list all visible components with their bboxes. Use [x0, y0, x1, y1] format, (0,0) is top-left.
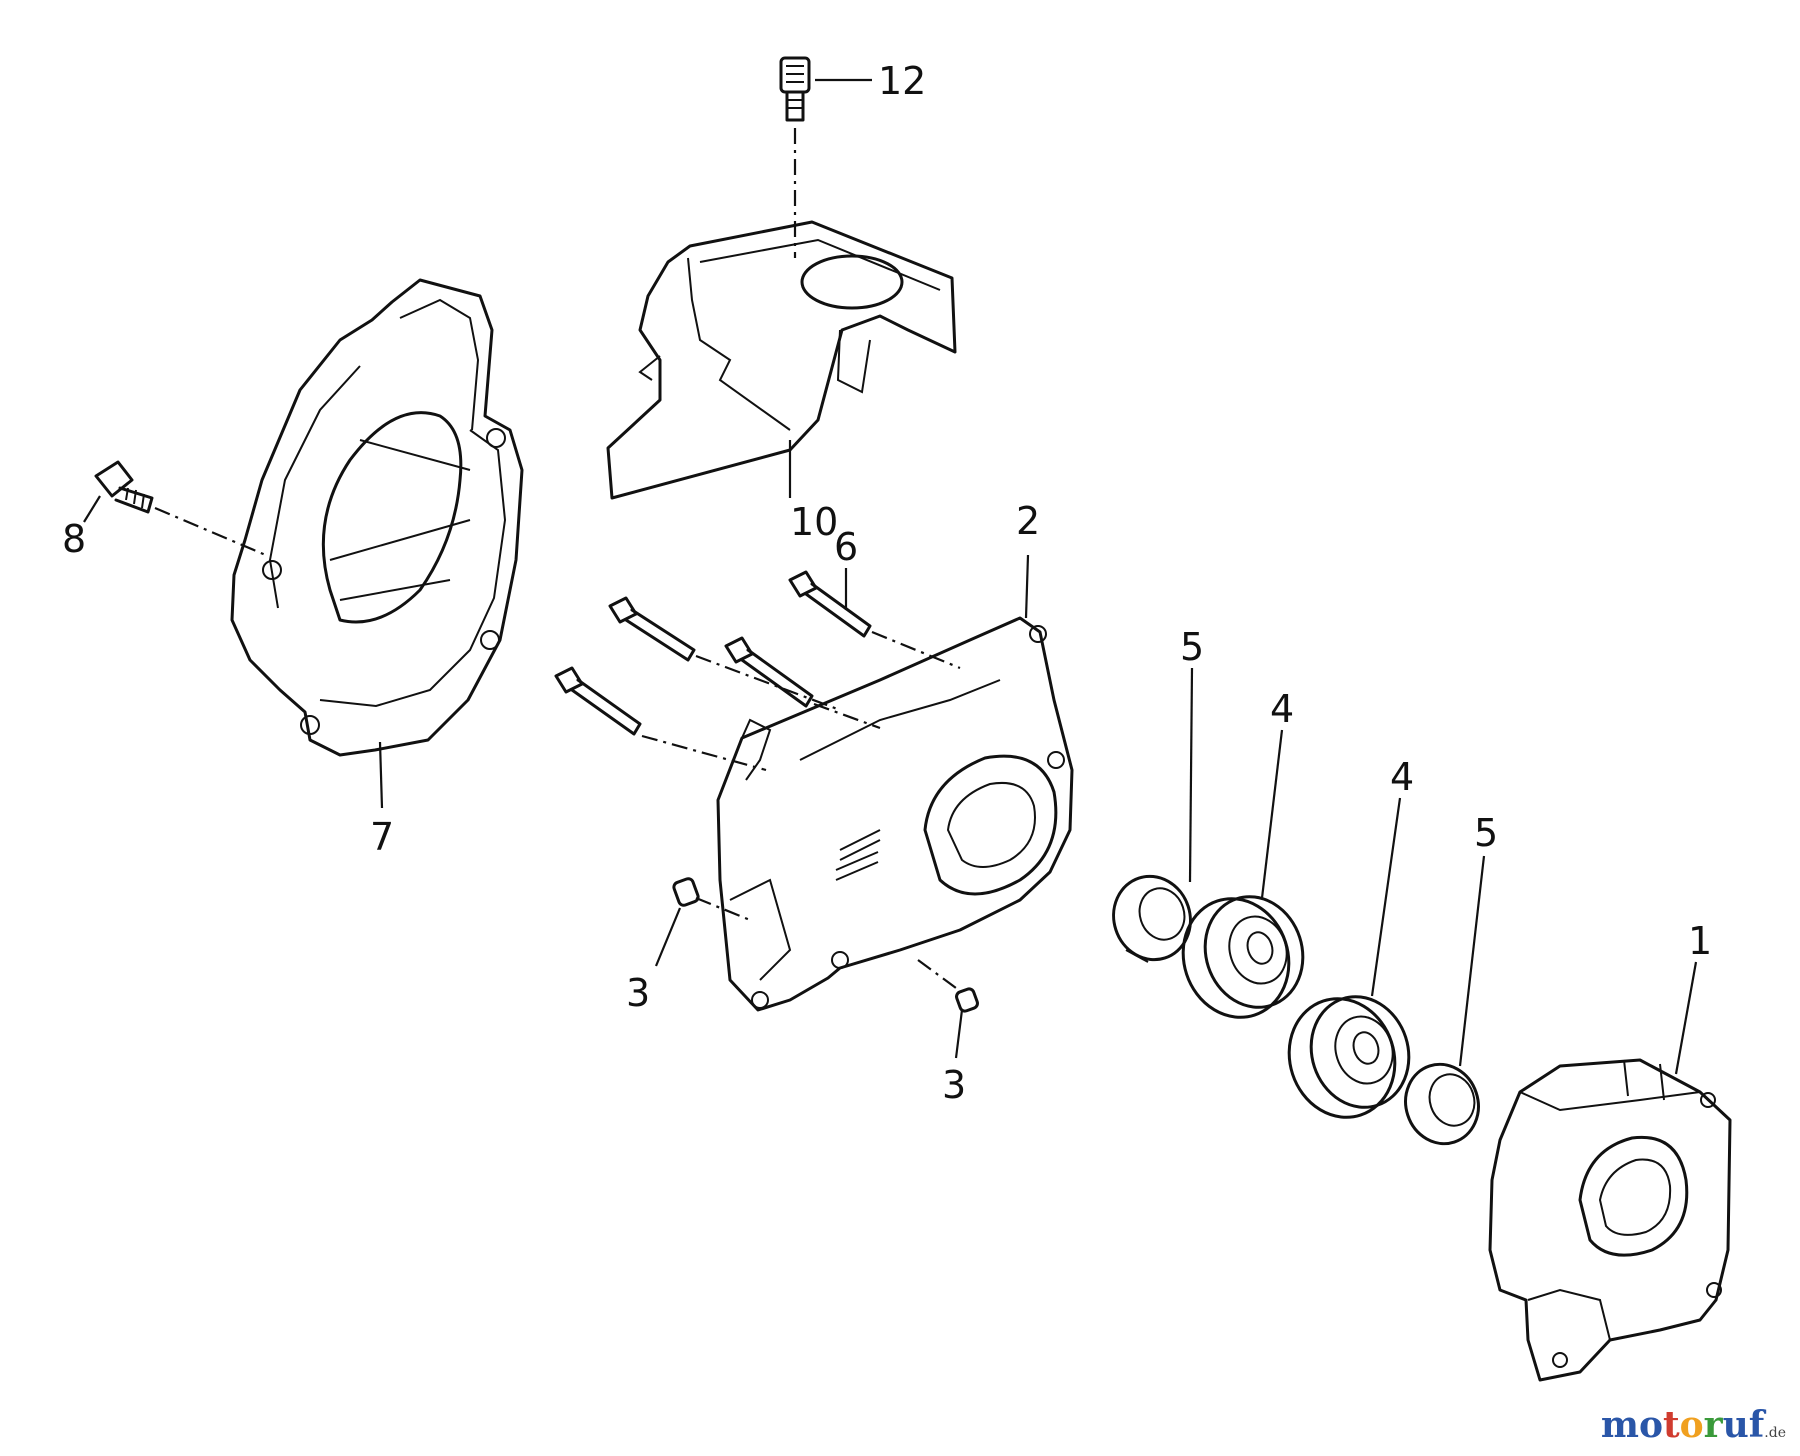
leader-4a: [1260, 729, 1284, 899]
leader-5b: [1458, 855, 1486, 1067]
watermark-letter: r: [1703, 1404, 1723, 1446]
watermark-letter: f: [1748, 1404, 1765, 1446]
leader-4b: [1370, 797, 1402, 997]
leader-3b: [954, 1009, 964, 1059]
callout-5a: 5: [1180, 625, 1204, 669]
watermark-tld: .de: [1764, 1425, 1786, 1441]
axis-3a: [695, 896, 751, 922]
callout-1: 1: [1688, 919, 1712, 963]
callout-4a: 4: [1270, 687, 1294, 731]
axis-6d: [641, 734, 767, 772]
callout-7: 7: [370, 815, 394, 859]
watermark-letter: m: [1600, 1404, 1639, 1446]
leader-8: [83, 495, 101, 523]
part-1-crankcase-half: [1488, 1058, 1732, 1382]
callout-2: 2: [1016, 499, 1040, 543]
part-2-crankcase-half: [716, 616, 1074, 1012]
part-5-seal-b: [1404, 1062, 1480, 1146]
part-3-pin-a: [672, 877, 700, 907]
part-10-cylinder-cover: [606, 220, 957, 500]
part-12-screw: [779, 56, 811, 122]
leader-3a: [654, 907, 682, 967]
part-8-bolt: [94, 460, 154, 514]
watermark-letter: u: [1722, 1404, 1749, 1446]
watermark-letter: o: [1679, 1404, 1704, 1446]
part-3-pin-b: [955, 987, 979, 1013]
axis-8: [154, 506, 269, 558]
part-4-bearing-a: [1181, 895, 1305, 1019]
part-5-seal-a: [1112, 874, 1192, 963]
axis-6b: [695, 654, 841, 712]
watermark-letter: t: [1662, 1404, 1680, 1446]
leader-1: [1674, 961, 1698, 1075]
axis-6c: [813, 702, 881, 730]
watermark-letter: o: [1638, 1404, 1663, 1446]
callout-12: 12: [878, 59, 926, 103]
callout-5b: 5: [1474, 811, 1498, 855]
callout-4b: 4: [1390, 755, 1414, 799]
callout-6: 6: [834, 525, 858, 569]
callout-3b: 3: [942, 1063, 966, 1107]
callout-8: 8: [62, 517, 86, 561]
part-4-bearing-b: [1287, 995, 1411, 1119]
part-6-bolts: [554, 570, 872, 736]
leader-7: [378, 741, 384, 809]
callout-10: 10: [790, 500, 838, 544]
axis-3b: [917, 959, 957, 989]
leader-2: [1024, 554, 1030, 619]
leader-5a: [1188, 667, 1194, 883]
callout-3a: 3: [626, 971, 650, 1015]
axis-6a: [871, 630, 961, 670]
brand-watermark: motoruf.de: [1601, 1404, 1786, 1446]
part-7-fan-housing: [230, 278, 524, 757]
